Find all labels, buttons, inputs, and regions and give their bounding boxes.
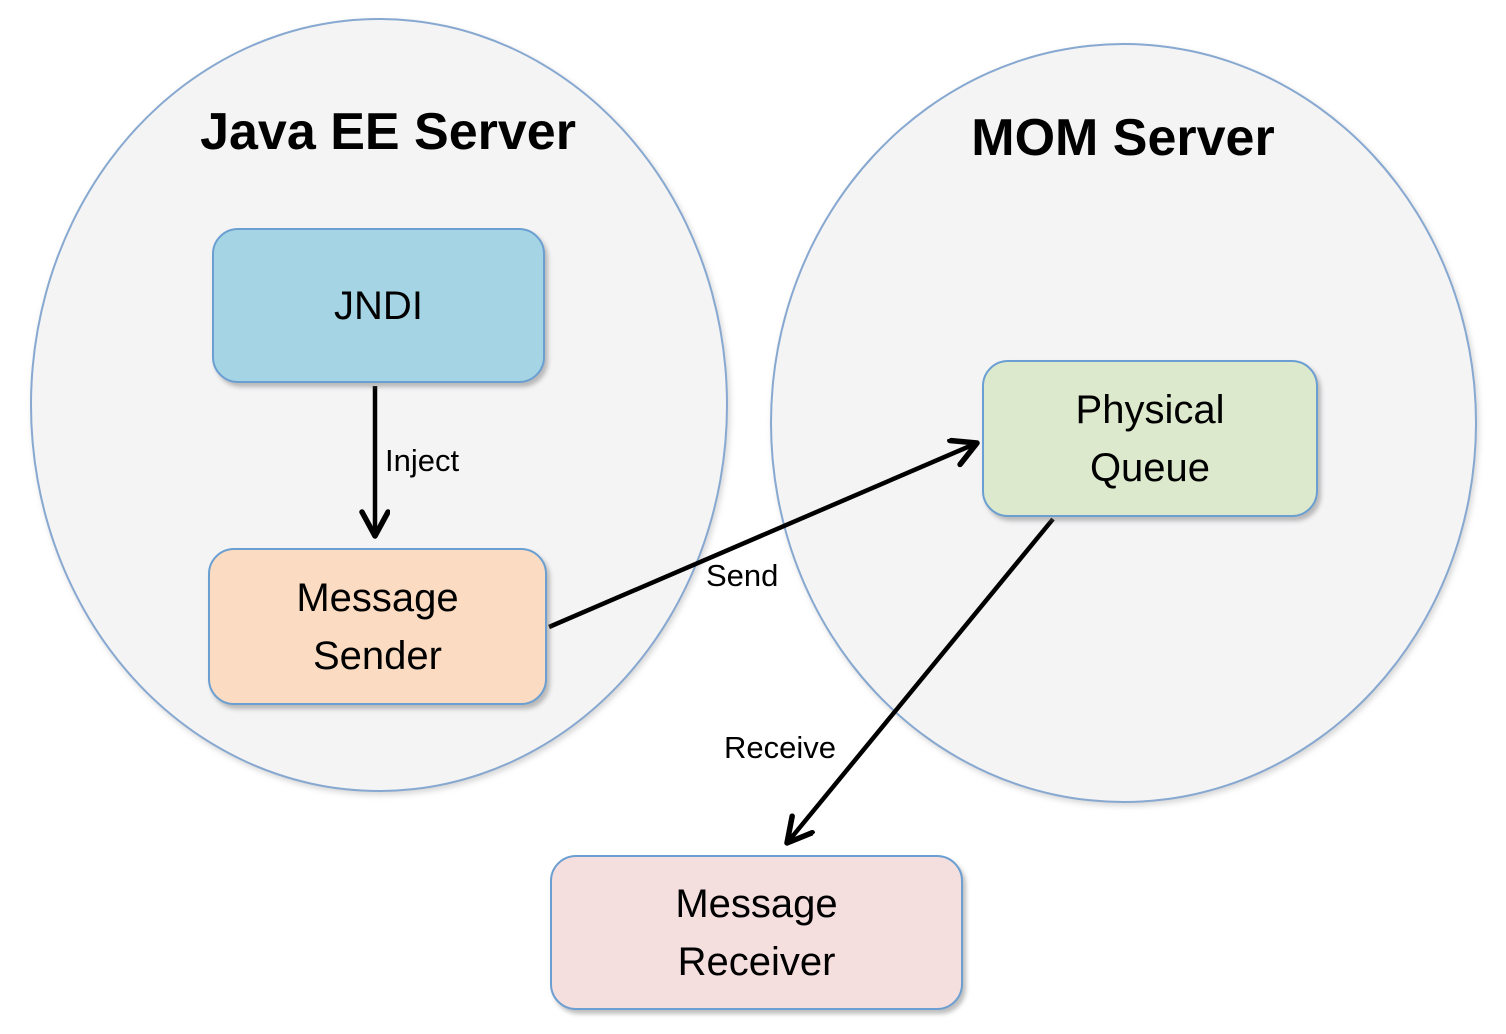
node-message-receiver: Message Receiver xyxy=(550,855,963,1010)
node-message-sender: Message Sender xyxy=(208,548,547,705)
node-jndi: JNDI xyxy=(212,228,545,383)
edge-label-inject: Inject xyxy=(385,443,460,478)
node-physical-queue: Physical Queue xyxy=(982,360,1318,517)
group-title-mom-server: MOM Server xyxy=(971,109,1275,167)
group-title-java-ee-server: Java EE Server xyxy=(200,103,576,161)
edge-label-receive: Receive xyxy=(724,730,836,765)
edge-label-send: Send xyxy=(706,558,779,593)
